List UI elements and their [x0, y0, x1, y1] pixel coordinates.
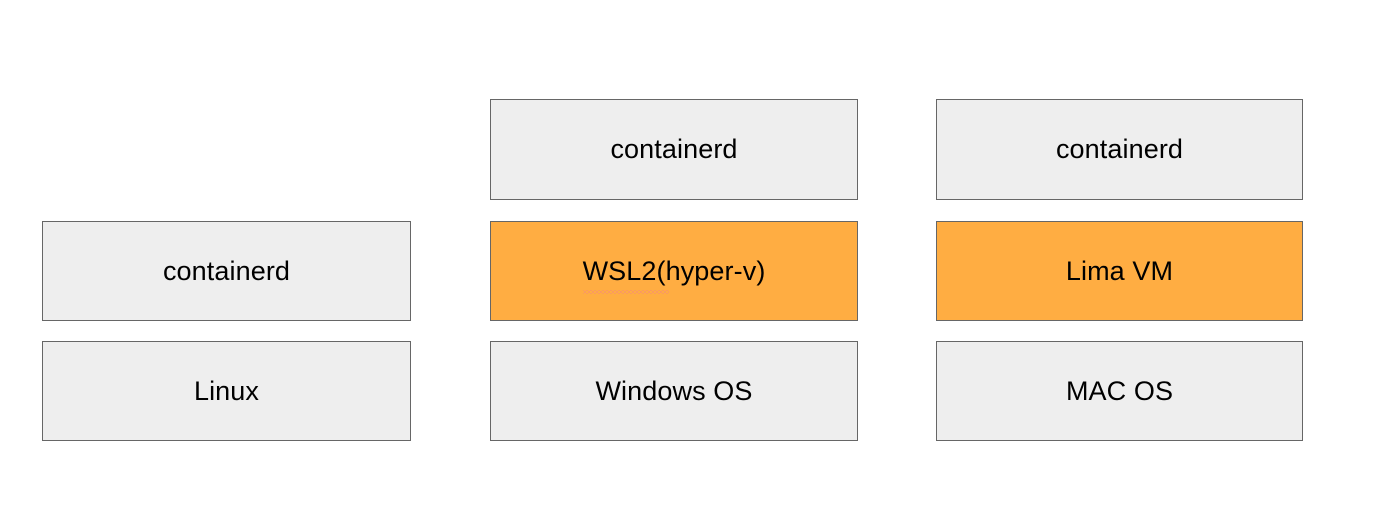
node-label: WSL2(hyper-v)	[582, 255, 766, 294]
node-label: Windows OS	[595, 375, 753, 406]
node-linux-os[interactable]: Linux	[42, 341, 411, 441]
node-windows-os[interactable]: Windows OS	[490, 341, 858, 441]
node-mac-os[interactable]: MAC OS	[936, 341, 1303, 441]
node-label: containerd	[610, 134, 738, 164]
node-mac-lima-vm[interactable]: Lima VM	[936, 221, 1303, 321]
node-label: Linux	[193, 375, 260, 406]
node-windows-wsl2[interactable]: WSL2(hyper-v)	[490, 221, 858, 321]
node-label: containerd	[162, 255, 291, 286]
node-label: containerd	[1055, 134, 1184, 164]
node-windows-containerd[interactable]: containerd	[490, 99, 858, 200]
node-label: Lima VM	[1065, 255, 1174, 286]
node-linux-containerd[interactable]: containerd	[42, 221, 411, 321]
node-label: MAC OS	[1065, 375, 1174, 406]
node-mac-containerd[interactable]: containerd	[936, 99, 1303, 200]
